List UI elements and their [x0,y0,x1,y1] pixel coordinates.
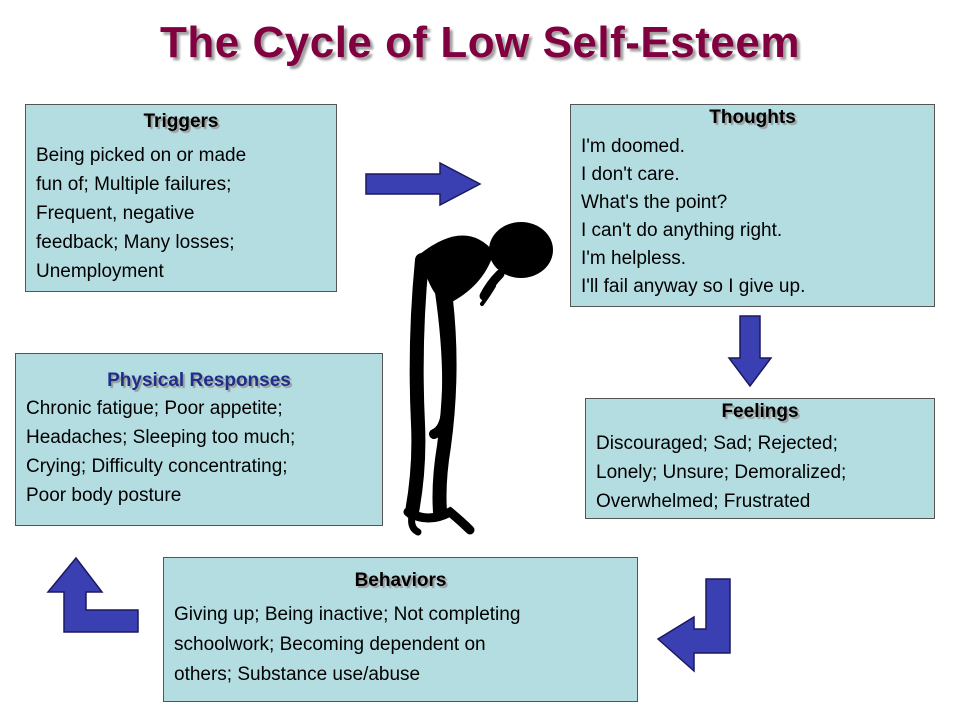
thoughts-line: I'm helpless. [581,248,687,269]
triggers-heading: Triggers [143,111,219,132]
page-title: The Cycle of Low Self-Esteem [160,18,800,67]
feelings-text: Discouraged; Sad; Rejected; Lonely; Unsu… [596,429,924,516]
triggers-line: Frequent, negative [36,203,195,224]
physical-responses-text: Chronic fatigue; Poor appetite; Headache… [26,394,372,510]
feelings-heading: Feelings [721,401,799,422]
thoughts-box: Thoughts I'm doomed. I don't care. What'… [570,104,935,307]
behaviors-heading: Behaviors [354,570,447,591]
behaviors-line: Giving up; Being inactive; Not completin… [174,604,521,625]
arrow-right-icon [365,161,482,207]
physical-line: Headaches; Sleeping too much; [26,427,296,448]
triggers-text: Being picked on or made fun of; Multiple… [36,141,326,286]
arrow-bent-up-icon [46,556,139,633]
behaviors-box: Behaviors Giving up; Being inactive; Not… [163,557,638,702]
feelings-box: Feelings Discouraged; Sad; Rejected; Lon… [585,398,935,519]
feelings-line: Overwhelmed; Frustrated [596,491,811,512]
physical-responses-heading: Physical Responses [107,370,291,391]
feelings-line: Lonely; Unsure; Demoralized; [596,462,847,483]
behaviors-line: others; Substance use/abuse [174,664,421,685]
triggers-line: Being picked on or made [36,145,247,166]
feelings-line: Discouraged; Sad; Rejected; [596,433,838,454]
thoughts-heading: Thoughts [709,107,796,128]
behaviors-line: schoolwork; Becoming dependent on [174,634,486,655]
triggers-box: Triggers Being picked on or made fun of;… [25,104,337,292]
physical-responses-box: Physical Responses Chronic fatigue; Poor… [15,353,383,526]
thoughts-line: What's the point? [581,192,728,213]
slouched-figure-icon [403,222,553,536]
triggers-line: feedback; Many losses; [36,232,235,253]
triggers-line: fun of; Multiple failures; [36,174,232,195]
thoughts-line: I'll fail anyway so I give up. [581,276,806,297]
thoughts-line: I can't do anything right. [581,220,783,241]
behaviors-text: Giving up; Being inactive; Not completin… [174,600,627,690]
physical-line: Crying; Difficulty concentrating; [26,456,288,477]
arrow-down-icon [727,315,773,388]
physical-line: Chronic fatigue; Poor appetite; [26,398,283,419]
arrow-bent-down-left-icon [656,578,731,673]
physical-line: Poor body posture [26,485,182,506]
thoughts-text: I'm doomed. I don't care. What's the poi… [581,133,924,301]
triggers-line: Unemployment [36,261,164,282]
thoughts-line: I'm doomed. [581,136,685,157]
thoughts-line: I don't care. [581,164,680,185]
